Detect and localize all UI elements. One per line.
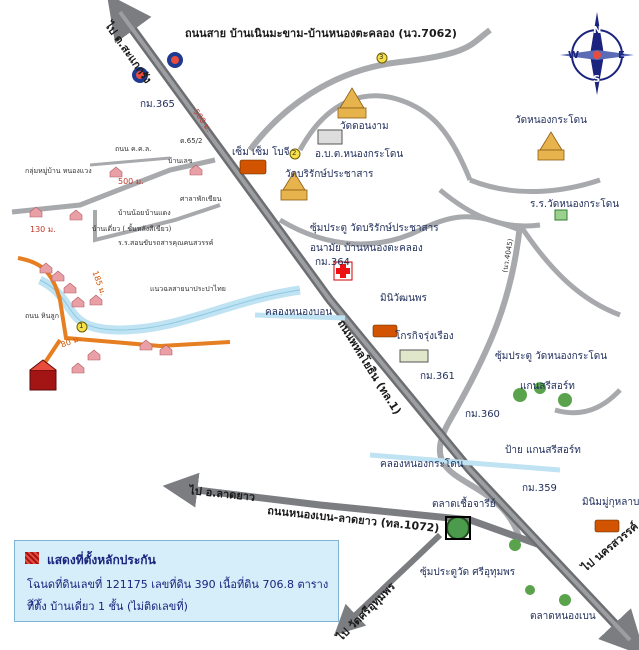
trees-icon [509, 382, 572, 606]
canal-kradon-label: คลองหนองกระโดน [380, 459, 464, 470]
km-marker: กม.365 [140, 99, 175, 110]
nong-ben-market-label: ตลาดหนองเบน [530, 611, 596, 622]
kaen-resort-label: แกนสรีสอร์ท [520, 381, 575, 392]
km-marker: กม.359 [522, 483, 557, 494]
school-label: ร.ร.วัดหนองกระโดน [530, 199, 620, 210]
compass-rose-icon [560, 12, 634, 95]
water-line-label: แนวฉลสายนาประปาไทย [150, 285, 226, 293]
km65-label: ต.65/2 [180, 137, 203, 145]
hin-kluk-road-label: ถนน หินลูก [25, 312, 59, 320]
km-marker: กม.361 [420, 371, 455, 382]
gate-sisukhum-label: ซุ้มประตูวัด ศรีอุทุมพร [420, 567, 516, 578]
legend-location-text: ที่ตั้ง บ้านเดี่ยว 1 ชั้น (ไม่ติดเลขที่) [27, 600, 188, 613]
seven-eleven-label: เซ็ม เซ็ม โบจี [232, 147, 290, 158]
health-center-icon [333, 261, 353, 281]
sala-label: ศาลาพักเขียน [180, 195, 222, 203]
road-north [247, 27, 492, 152]
km-marker: กม.364 [315, 257, 350, 268]
route-marker [76, 52, 388, 333]
wat-don-ngam-label: วัดดอนงาม [340, 121, 389, 132]
compass-n: N [593, 25, 602, 36]
compass-e: E [618, 50, 625, 61]
temple-icon [280, 87, 565, 201]
single-house-label: บ้านเดี่ยว ( ชั้นหลังสีเขียว) [92, 225, 172, 233]
legend-title: แสดงที่ตั้งหลักประกัน [47, 553, 156, 567]
gate-nong-kradon-label: ซุ้มประตู วัดหนองกระโดน [495, 351, 608, 362]
house-b-label: บ้านแดง [145, 209, 171, 217]
km-marker: กม.360 [465, 409, 500, 420]
school-icon [554, 209, 568, 221]
gas-station-icon [132, 52, 183, 83]
rice-mill-label: โกรกิจรุ่งเรือง [395, 331, 454, 342]
wat-nong-kradon-label: วัดหนองกระโดน [515, 115, 587, 126]
route-number: 1 [79, 322, 84, 330]
route-number: 2 [292, 149, 297, 157]
wat-boriruk-label: วัดบริรักษ์ประชาสาร [285, 169, 374, 180]
legend-box: แสดงที่ตั้งหลักประกัน โฉนดที่ดินเลขที่ 1… [14, 540, 339, 622]
distance-label: 500 ม. [118, 177, 144, 186]
minimart2-label: มินิมมู่กุหลาบ [582, 497, 639, 508]
shop-icon [239, 159, 620, 533]
minimart-label: มินิวัฒนพร [380, 293, 427, 304]
collateral-marker [29, 369, 57, 391]
compass-s: S [593, 74, 601, 85]
health-center-label: อนามัย บ้านหนองตะคลอง [310, 243, 423, 254]
market-label: ตลาดเชื้อจารีย์ [432, 499, 496, 510]
market-icon [445, 516, 471, 540]
khok-kho-road-label: ถนน ค.ค.ล. [115, 145, 152, 153]
orange-road [17, 256, 231, 349]
route-number: 3 [379, 53, 384, 61]
house-c-label: บ้านเลข [168, 157, 193, 165]
collateral-swatch [25, 552, 39, 564]
village-label: กลุ่มหมู่บ้าน หนองแวง [25, 167, 92, 175]
compass-w: W [568, 50, 580, 61]
north-road-label: ถนนสาย บ้านเนินมะขาม-บ้านหนองตะคลอง (นว.… [185, 27, 457, 40]
gate-boriruk-label: ซุ้มประตู วัดบริรักษ์ประชาสาร [310, 223, 439, 234]
distance-label: 130 ม. [30, 225, 56, 234]
rice-mill-icon [399, 349, 429, 363]
legend-deed-text: โฉนดที่ดินเลขที่ 121175 เลขที่ดิน 390 เน… [27, 578, 329, 609]
school-left-label: ร.ร.สอนขับรถสารคุณคนสวรรค์ [118, 239, 214, 247]
canal-bon-label: คลองหนองบอน [265, 307, 333, 318]
kaen-resort-sign-label: ป้าย แกนสรีสอร์ท [505, 445, 581, 456]
obt-label: อ.บ.ต.หนองกระโดน [315, 149, 404, 160]
house-a-label: บ้านน้อย [118, 209, 145, 217]
obt-building-icon [317, 129, 343, 145]
houses-cluster [29, 164, 203, 374]
